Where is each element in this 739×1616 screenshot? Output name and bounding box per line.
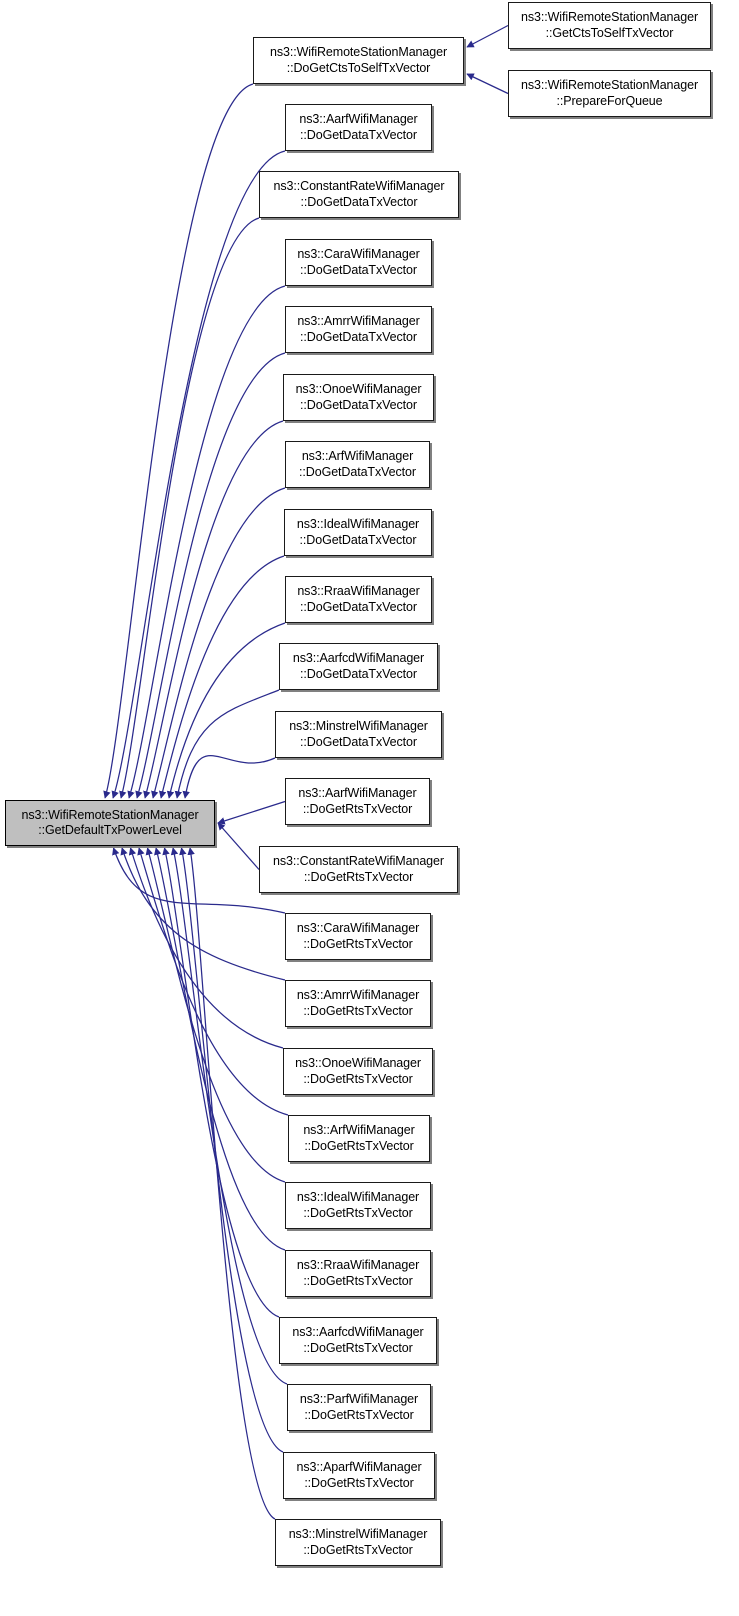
node-label-line2: ::DoGetDataTxVector	[299, 532, 417, 547]
graph-node-c12[interactable]: ns3::ConstantRateWifiManager::DoGetRtsTx…	[259, 846, 458, 893]
call-edge	[111, 150, 286, 799]
node-label-line1: ns3::ArfWifiManager	[301, 449, 414, 463]
call-edge	[151, 487, 286, 799]
node-label-line1: ns3::AarfcdWifiManager	[292, 1325, 424, 1339]
node-label-line1: ns3::WifiRemoteStationManager	[520, 10, 699, 24]
graph-node-c18[interactable]: ns3::RraaWifiManager::DoGetRtsTxVector	[285, 1250, 431, 1297]
graph-node-c5[interactable]: ns3::OnoeWifiManager::DoGetDataTxVector	[283, 374, 434, 421]
node-label-line1: ns3::CaraWifiManager	[296, 921, 420, 935]
graph-node-c21[interactable]: ns3::AparfWifiManager::DoGetRtsTxVector	[283, 1452, 435, 1499]
node-label-line1: ns3::OnoeWifiManager	[295, 382, 422, 396]
node-label-line1: ns3::AmrrWifiManager	[296, 988, 420, 1002]
graph-node-c4[interactable]: ns3::AmrrWifiManager::DoGetDataTxVector	[285, 306, 432, 353]
call-edge	[166, 622, 286, 799]
graph-node-c0[interactable]: ns3::WifiRemoteStationManager::DoGetCtsT…	[253, 37, 464, 84]
call-edge	[145, 847, 286, 1183]
node-label-line1: ns3::AarfWifiManager	[299, 112, 418, 126]
call-edge	[217, 822, 260, 870]
graph-node-c20[interactable]: ns3::ParfWifiManager::DoGetRtsTxVector	[287, 1384, 431, 1431]
graph-node-c13[interactable]: ns3::CaraWifiManager::DoGetRtsTxVector	[285, 913, 431, 960]
node-label-line2: ::DoGetDataTxVector	[300, 397, 417, 412]
node-label-line1: ns3::RraaWifiManager	[297, 584, 420, 598]
node-label-line1: ns3::MinstrelWifiManager	[288, 1527, 428, 1541]
call-edge	[127, 285, 286, 799]
node-label-line1: ns3::ParfWifiManager	[299, 1392, 419, 1406]
node-label-line2: ::DoGetRtsTxVector	[303, 869, 414, 884]
node-label-line1: ns3::MinstrelWifiManager	[289, 719, 428, 733]
call-edge	[158, 555, 285, 799]
node-label-line2: ::DoGetDataTxVector	[300, 262, 417, 277]
node-label-line1: ns3::AarfWifiManager	[298, 786, 417, 800]
graph-node-c19[interactable]: ns3::AarfcdWifiManager::DoGetRtsTxVector	[279, 1317, 437, 1364]
node-label-line1: ns3::WifiRemoteStationManager	[21, 807, 199, 822]
call-edge	[170, 847, 288, 1385]
node-label-line2: ::GetDefaultTxPowerLevel	[38, 823, 182, 837]
graph-node-c9[interactable]: ns3::AarfcdWifiManager::DoGetDataTxVecto…	[279, 643, 438, 690]
graph-node-c22[interactable]: ns3::MinstrelWifiManager::DoGetRtsTxVect…	[275, 1519, 441, 1566]
graph-node-s1[interactable]: ns3::WifiRemoteStationManager::PrepareFo…	[508, 70, 711, 117]
node-label-line2: ::DoGetDataTxVector	[300, 666, 417, 681]
node-label-line1: ns3::OnoeWifiManager	[295, 1056, 421, 1070]
node-label-line1: ns3::RraaWifiManager	[296, 1258, 420, 1272]
node-label-line2: ::DoGetRtsTxVector	[303, 936, 413, 951]
node-label-line2: ::DoGetRtsTxVector	[303, 1542, 413, 1557]
node-label-line2: ::DoGetCtsToSelfTxVector	[286, 60, 431, 75]
graph-node-current: ns3::WifiRemoteStationManager::GetDefaul…	[5, 800, 215, 846]
graph-node-c2[interactable]: ns3::ConstantRateWifiManager::DoGetDataT…	[259, 171, 459, 218]
call-edge	[162, 847, 280, 1318]
node-label-line1: ns3::ConstantRateWifiManager	[273, 854, 444, 868]
node-label-line2: ::DoGetRtsTxVector	[302, 801, 413, 816]
node-label-line2: ::GetCtsToSelfTxVector	[545, 25, 674, 40]
node-label-line1: ns3::ArfWifiManager	[303, 1123, 415, 1137]
call-edge	[217, 800, 286, 825]
graph-node-s0[interactable]: ns3::WifiRemoteStationManager::GetCtsToS…	[508, 2, 711, 49]
node-label-line2: ::DoGetRtsTxVector	[303, 1003, 413, 1018]
node-label-line2: ::DoGetDataTxVector	[300, 329, 417, 344]
node-label-line2: ::DoGetRtsTxVector	[303, 1340, 413, 1355]
node-label-line2: ::DoGetRtsTxVector	[303, 1205, 413, 1220]
node-label-line2: ::DoGetRtsTxVector	[304, 1475, 414, 1490]
node-label-line1: ns3::WifiRemoteStationManager	[269, 45, 448, 59]
call-edge	[466, 24, 509, 48]
graph-node-c1[interactable]: ns3::AarfWifiManager::DoGetDataTxVector	[285, 104, 432, 151]
node-label-line2: ::DoGetDataTxVector	[300, 194, 418, 209]
node-label-line2: ::DoGetRtsTxVector	[304, 1407, 414, 1422]
graph-node-c16[interactable]: ns3::ArfWifiManager::DoGetRtsTxVector	[288, 1115, 430, 1162]
call-edge	[154, 847, 286, 1251]
node-label-line1: ns3::WifiRemoteStationManager	[520, 78, 699, 92]
graph-node-c8[interactable]: ns3::RraaWifiManager::DoGetDataTxVector	[285, 576, 432, 623]
graph-node-c6[interactable]: ns3::ArfWifiManager::DoGetDataTxVector	[285, 441, 430, 488]
node-label-line2: ::DoGetDataTxVector	[300, 127, 417, 142]
graph-node-c17[interactable]: ns3::IdealWifiManager::DoGetRtsTxVector	[285, 1182, 431, 1229]
graph-node-c10[interactable]: ns3::MinstrelWifiManager::DoGetDataTxVec…	[275, 711, 442, 758]
call-edge	[182, 755, 276, 799]
call-edge	[187, 847, 276, 1520]
node-label-line2: ::DoGetRtsTxVector	[303, 1273, 413, 1288]
node-label-line1: ns3::IdealWifiManager	[296, 517, 420, 531]
node-label-line1: ns3::AparfWifiManager	[296, 1460, 422, 1474]
graph-node-c14[interactable]: ns3::AmrrWifiManager::DoGetRtsTxVector	[285, 980, 431, 1027]
call-edge	[103, 83, 254, 799]
graph-node-c11[interactable]: ns3::AarfWifiManager::DoGetRtsTxVector	[285, 778, 430, 825]
node-label-line1: ns3::ConstantRateWifiManager	[273, 179, 445, 193]
node-label-line2: ::DoGetRtsTxVector	[304, 1138, 414, 1153]
graph-node-c3[interactable]: ns3::CaraWifiManager::DoGetDataTxVector	[285, 239, 432, 286]
call-edge	[466, 73, 509, 95]
call-edge	[135, 352, 286, 799]
node-label-line1: ns3::IdealWifiManager	[296, 1190, 420, 1204]
node-label-line1: ns3::AarfcdWifiManager	[292, 651, 425, 665]
node-label-line2: ::DoGetDataTxVector	[300, 599, 417, 614]
node-label-line1: ns3::CaraWifiManager	[297, 247, 420, 261]
node-label-line2: ::DoGetDataTxVector	[300, 734, 417, 749]
call-edge	[174, 689, 280, 799]
node-label-line1: ns3::AmrrWifiManager	[297, 314, 420, 328]
node-label-line2: ::DoGetRtsTxVector	[303, 1071, 413, 1086]
node-label-line2: ::DoGetDataTxVector	[299, 464, 416, 479]
node-label-line2: ::PrepareForQueue	[556, 93, 663, 108]
graph-node-c15[interactable]: ns3::OnoeWifiManager::DoGetRtsTxVector	[283, 1048, 433, 1095]
graph-node-c7[interactable]: ns3::IdealWifiManager::DoGetDataTxVector	[284, 509, 432, 556]
call-edge	[119, 217, 260, 799]
call-edge	[143, 420, 284, 799]
call-edge	[179, 847, 284, 1453]
